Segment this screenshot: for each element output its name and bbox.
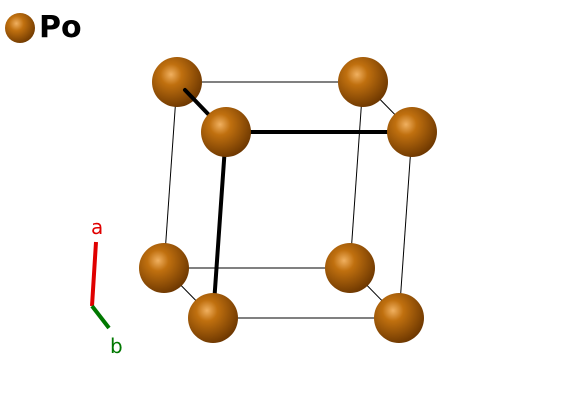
axes-indicator: a b: [90, 215, 123, 358]
cell-axis-edge: [211, 130, 228, 320]
po-atom: [374, 293, 424, 343]
po-atom: [338, 57, 388, 107]
legend-element-label: Po: [39, 10, 82, 45]
cell-axis-edge: [183, 88, 212, 118]
cell-edge: [398, 131, 413, 319]
axis-b-label: b: [110, 334, 123, 358]
front-atoms: [188, 107, 437, 343]
axis-a-line: [90, 241, 98, 307]
cell-axes: [183, 88, 414, 320]
cell-edges: [163, 81, 413, 319]
po-atom: [139, 243, 189, 293]
po-atom: [188, 293, 238, 343]
legend: Po: [4, 12, 82, 44]
po-atom: [201, 107, 251, 157]
axis-b-line: [90, 304, 111, 330]
po-atom: [387, 107, 437, 157]
po-atom-icon: [5, 13, 35, 43]
cell-edge: [163, 81, 178, 269]
cell-edge: [349, 81, 364, 269]
axis-a-label: a: [91, 215, 103, 239]
po-atom: [325, 243, 375, 293]
back-atoms: [139, 57, 388, 293]
